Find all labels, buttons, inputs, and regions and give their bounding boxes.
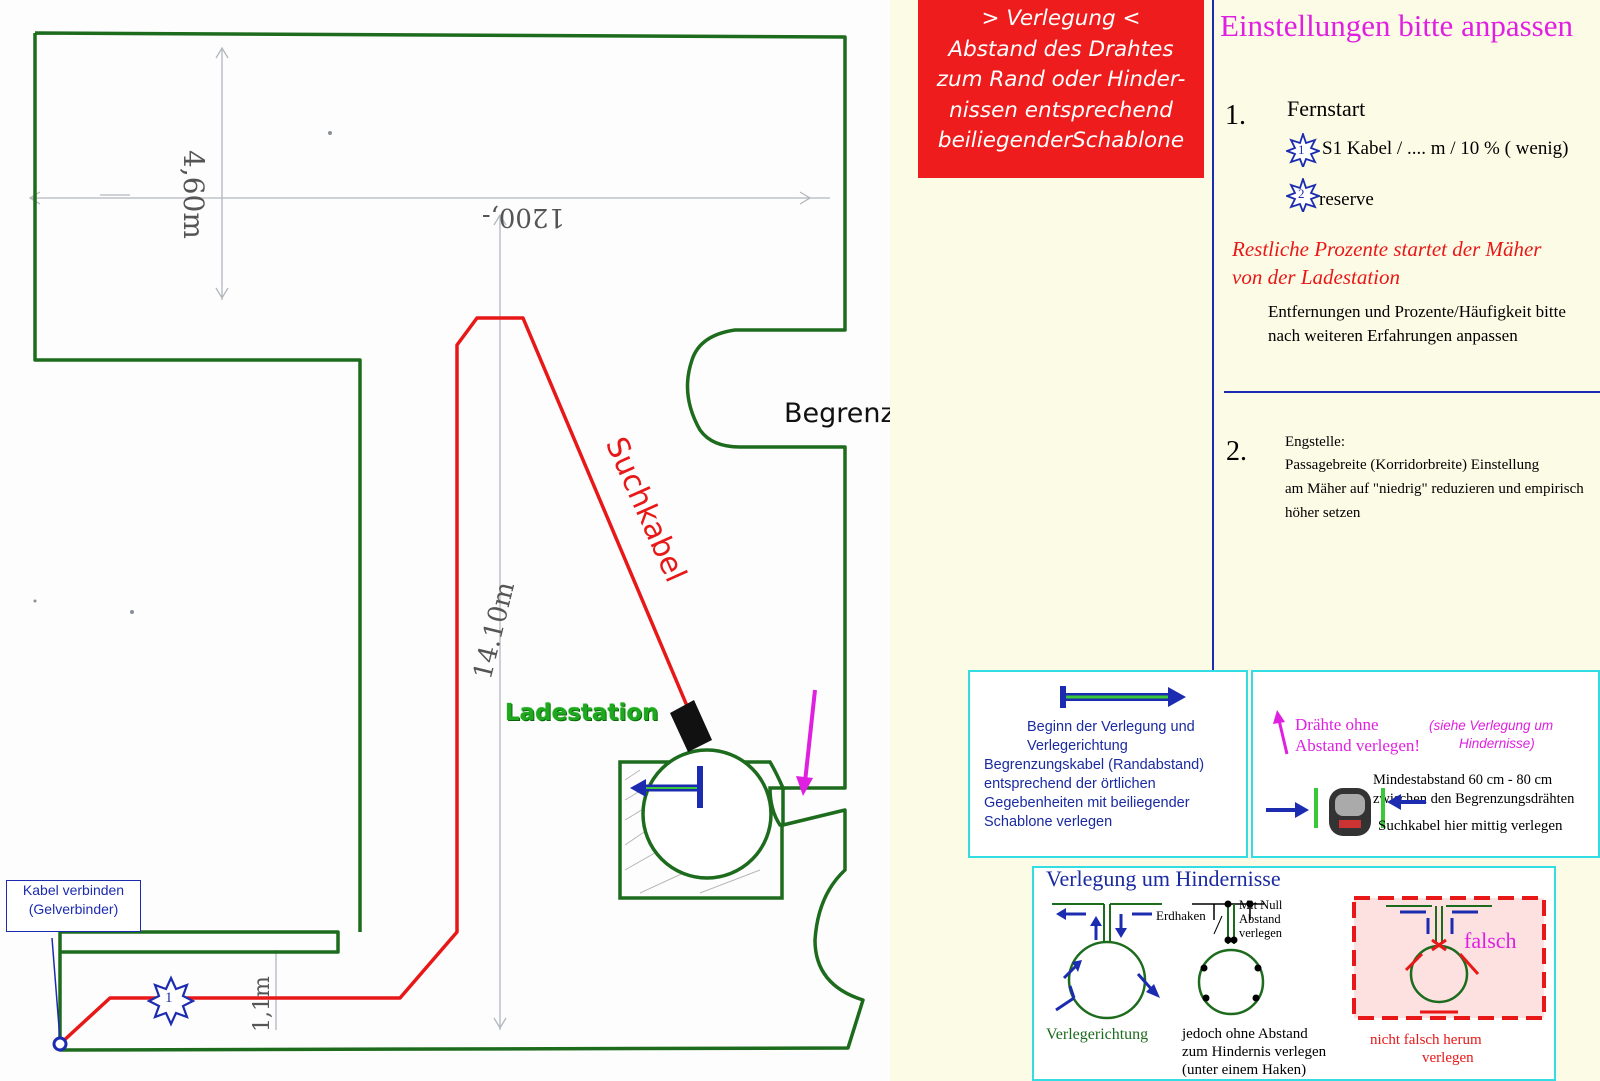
obstacles-title: Verlegung um Hindernisse <box>1046 866 1281 891</box>
min-distance-line1: Mindestabstand 60 cm - 80 cm <box>1373 772 1553 788</box>
no-gap-line1: Drähte ohne <box>1295 715 1379 734</box>
mower-diagram <box>1266 788 1426 836</box>
search-cable-line <box>58 316 692 1046</box>
connector-callout: Kabel verbinden (Gelverbinder) <box>6 880 141 932</box>
notice-line4: nissen entsprechend <box>949 97 1173 123</box>
plan-star-badge <box>146 975 196 1027</box>
correct-loop-diagram <box>1052 903 1162 1020</box>
mower-icon <box>1329 788 1371 836</box>
see-line2: Hindernisse) <box>1459 736 1535 751</box>
charging-station-loop <box>641 748 773 880</box>
dimension-1m: 1,1m <box>250 976 275 1032</box>
zero-gap-line3: verlegen <box>1239 926 1283 940</box>
without-gap-line3: (unter einem Haken) <box>1182 1062 1307 1078</box>
no-gap-arrow-icon <box>1273 710 1289 755</box>
connector-line1: Kabel verbinden <box>22 882 125 898</box>
legend-start-line3: Begrenzungskabel (Randabstand) <box>984 757 1205 773</box>
direction-label: Verlegerichtung <box>1046 1026 1149 1043</box>
notice-box: > Verlegung < Abstand des Drahtes zum Ra… <box>918 0 1204 178</box>
connector-line2: (Gelverbinder) <box>28 901 119 917</box>
star-badge-1-number: 1 <box>1298 142 1305 157</box>
connector-point <box>52 1036 68 1052</box>
section2-line1: Passagebreite (Korridorbreite) Einstellu… <box>1285 457 1540 473</box>
legend-start-line5: Gegebenheiten mit beiliegender <box>984 795 1190 811</box>
legend-wires-box: Drähte ohne Abstand verlegen! (siehe Ver… <box>1251 670 1600 858</box>
garden-plan-drawing <box>28 31 865 1052</box>
star-badge-1-icon <box>1286 133 1320 167</box>
charging-station-frame <box>618 760 786 900</box>
section1-number: 1. <box>1225 100 1246 131</box>
note-line2: nach weiteren Erfahrungen anpassen <box>1268 326 1518 345</box>
station-block <box>670 700 712 752</box>
plan-badge-number: 1 <box>165 990 173 1006</box>
station-direction-arrow <box>630 766 703 808</box>
settings-title: Einstellungen bitte anpassen <box>1220 8 1573 43</box>
legend-start-line1: Beginn der Verlegung und <box>1027 719 1195 735</box>
charging-station-label: Ladestation <box>505 700 659 726</box>
notice-line5: beiliegenderSchablone <box>937 128 1185 153</box>
dimension-460: 4,60m <box>177 150 210 239</box>
legend-start-line6: Schablone verlegen <box>984 814 1113 830</box>
obstacles-box: Verlegung um Hindernisse <box>1032 866 1556 1081</box>
narrow-passage-arrow <box>796 689 817 796</box>
hooks-diagram <box>1192 900 1265 1016</box>
garden-plan: 4,60m 1200,- 14.10m 1,1m Suchkabel Begre… <box>0 0 1033 1081</box>
center-line: Suchkabel hier mittig verlegen <box>1378 818 1563 834</box>
reserve-item: reserve <box>1319 189 1374 210</box>
wrong-loop-diagram <box>1352 896 1546 1020</box>
section2-line2: am Mäher auf "niedrig" reduzieren und em… <box>1285 481 1584 497</box>
star-badge-2-number: 2 <box>1298 186 1305 201</box>
wrong-way-line2: verlegen <box>1422 1050 1474 1066</box>
wrong-way-line1: nicht falsch herum <box>1370 1032 1482 1048</box>
boundary-wire <box>33 31 865 1052</box>
notice-line2: Abstand des Drahtes <box>948 36 1174 62</box>
dimension-1200: 1200,- <box>481 202 565 232</box>
zero-gap-line1: Mit Null <box>1239 898 1283 912</box>
section2-line3: höher setzen <box>1285 505 1361 521</box>
star-badge-2-icon <box>1286 178 1320 212</box>
legend-start-line2: Verlegerichtung <box>1027 738 1128 754</box>
notice-line1: > Verlegung < <box>981 6 1141 31</box>
wrong-label: falsch <box>1464 928 1517 953</box>
horizontal-divider <box>1224 391 1600 393</box>
obstacles-diagrams <box>1052 896 1546 1020</box>
note-line1: Entfernungen und Prozente/Häufigkeit bit… <box>1268 302 1566 321</box>
remark-line2: von der Ladestation <box>1232 265 1400 289</box>
without-gap-line2: zum Hindernis verlegen <box>1182 1044 1327 1060</box>
section2-heading: Engstelle: <box>1285 434 1345 450</box>
start-arrow-icon <box>1060 686 1186 708</box>
section2-number: 2. <box>1226 436 1247 467</box>
section1-heading: Fernstart <box>1287 96 1366 121</box>
legend-start-box: Beginn der Verlegung und Verlegerichtung… <box>968 670 1248 858</box>
notice-line3: zum Rand oder Hinder- <box>936 67 1186 92</box>
vertical-divider <box>1212 0 1214 675</box>
no-gap-line2: Abstand verlegen! <box>1295 736 1421 755</box>
without-gap-line1: jedoch ohne Abstand <box>1182 1026 1308 1042</box>
remark-line1: Restliche Prozente startet der Mäher <box>1232 237 1542 261</box>
see-line1: (siehe Verlegung um <box>1429 718 1554 733</box>
hooks-label: Erdhaken <box>1156 908 1206 923</box>
s1-item: S1 Kabel / .... m / 10 % ( wenig) <box>1322 138 1569 159</box>
zero-gap-line2: Abstand <box>1239 912 1281 926</box>
legend-start-line4: entsprechend der örtlichen <box>984 776 1156 792</box>
